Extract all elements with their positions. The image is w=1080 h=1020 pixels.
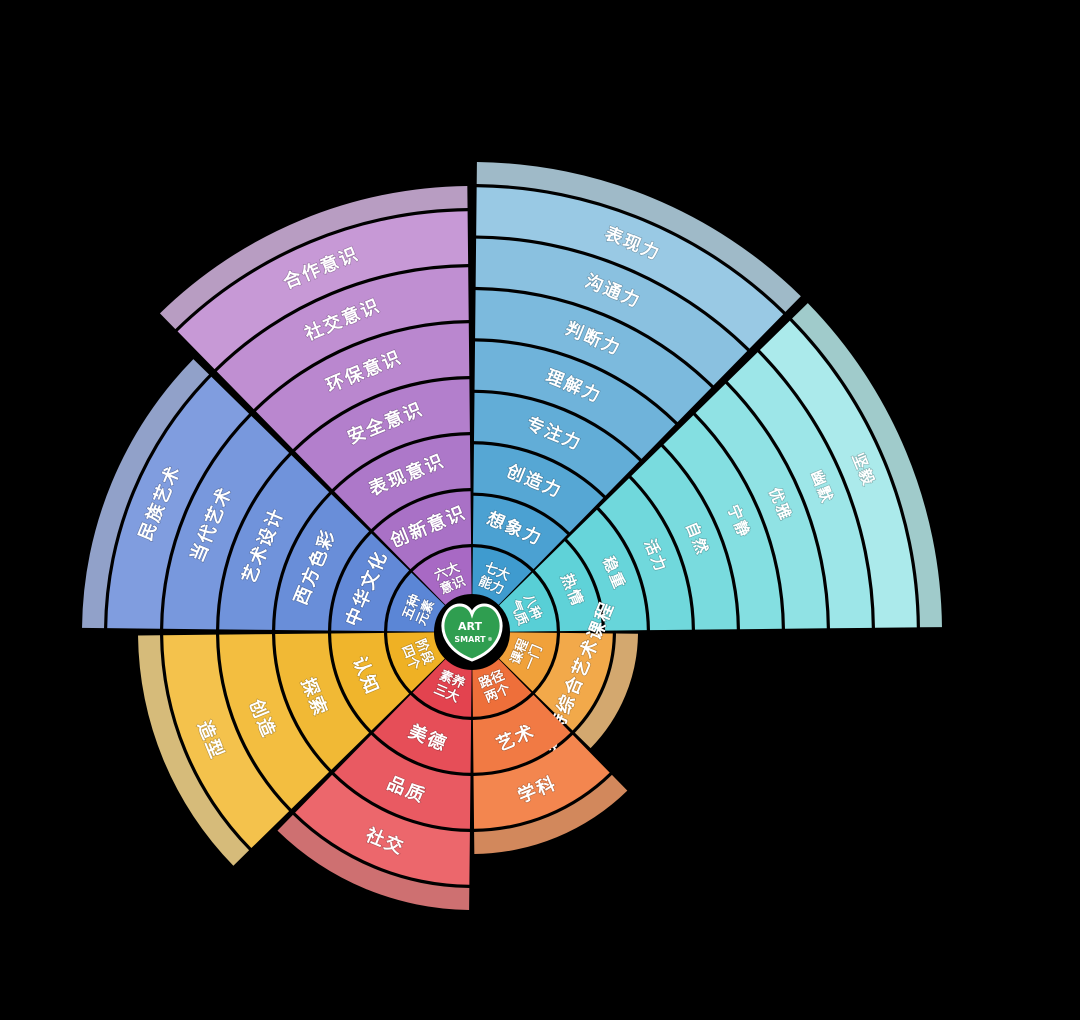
halo-four-stages: [138, 635, 250, 866]
band-five-elements-1: [331, 533, 410, 632]
band-five-elements-5: [107, 376, 250, 629]
halo-eight-temperaments: [792, 303, 942, 628]
halo-two-paths: [474, 774, 628, 854]
band-seven-abilities-7: [476, 187, 784, 349]
band-three-qualities-2: [334, 734, 471, 829]
band-four-stages-3: [219, 634, 330, 809]
heart-logo-shape: [441, 603, 503, 662]
band-six-consciousness-2: [334, 435, 471, 530]
band-four-stages-1: [331, 632, 410, 731]
core-cell-two-paths: [472, 659, 532, 717]
core-cell-seven-abilities: [472, 547, 532, 605]
core-label-five-elements-line1: 五种: [399, 592, 424, 622]
band-eight-temperaments-1: [534, 541, 602, 632]
logo-text-art: ART: [458, 620, 482, 633]
core-cell-five-elements: [387, 572, 445, 632]
core-cell-four-stages: [387, 632, 445, 692]
halo-three-qualities: [277, 814, 470, 910]
logo-registered-mark: ®: [488, 637, 493, 643]
sector-eight-temperaments: 热情稳重活力自然宁静优雅幽默坚毅: [534, 303, 942, 632]
band-seven-abilities-6: [475, 238, 748, 386]
band-three-qualities-1: [373, 694, 472, 773]
band-seven-abilities-5: [475, 290, 712, 423]
band-eight-temperaments-8: [759, 320, 917, 628]
band-five-elements-4: [163, 415, 290, 630]
band-six-consciousness-5: [216, 267, 469, 410]
band-four-stages-2: [275, 633, 370, 770]
core-cell-one-course: [499, 632, 557, 692]
core-cell-six-consciousness: [412, 547, 472, 605]
core-cell-three-qualities: [412, 659, 472, 717]
band-eight-temperaments-5: [663, 415, 782, 630]
sectors-layer: 创新意识表现意识安全意识环保意识社交意识合作意识想象力创造力专注力理解力判断力沟…: [82, 162, 942, 910]
band-eight-temperaments-6: [695, 383, 827, 629]
band-seven-abilities-1: [472, 495, 568, 570]
band-eight-temperaments-4: [631, 446, 737, 630]
band-eight-temperaments-7: [727, 352, 872, 629]
band-seven-abilities-3: [473, 392, 640, 496]
halo-five-elements: [82, 359, 210, 629]
band-eight-temperaments-3: [599, 478, 692, 631]
band-five-elements-3: [219, 455, 330, 630]
band-one-course-1: [534, 632, 613, 731]
halo-one-course: [574, 633, 638, 749]
halo-six-consciousness: [159, 186, 468, 330]
halo-seven-abilities: [476, 162, 801, 312]
band-four-stages-4: [163, 634, 290, 849]
band-six-consciousness-4: [255, 323, 470, 450]
band-six-consciousness-6: [177, 211, 469, 370]
core-cell-eight-temperaments: [499, 572, 557, 632]
artsmart-logo: ART SMART ®: [441, 603, 503, 662]
band-six-consciousness-1: [373, 491, 472, 570]
band-seven-abilities-2: [473, 444, 604, 533]
band-six-consciousness-3: [295, 379, 470, 490]
band-three-qualities-3: [295, 774, 470, 885]
band-two-paths-2: [473, 734, 610, 829]
band-eight-temperaments-2: [567, 509, 647, 631]
band-two-paths-1: [472, 694, 571, 773]
logo-text-smart: SMART: [454, 635, 486, 644]
band-five-elements-2: [275, 494, 370, 631]
band-seven-abilities-4: [474, 341, 676, 459]
